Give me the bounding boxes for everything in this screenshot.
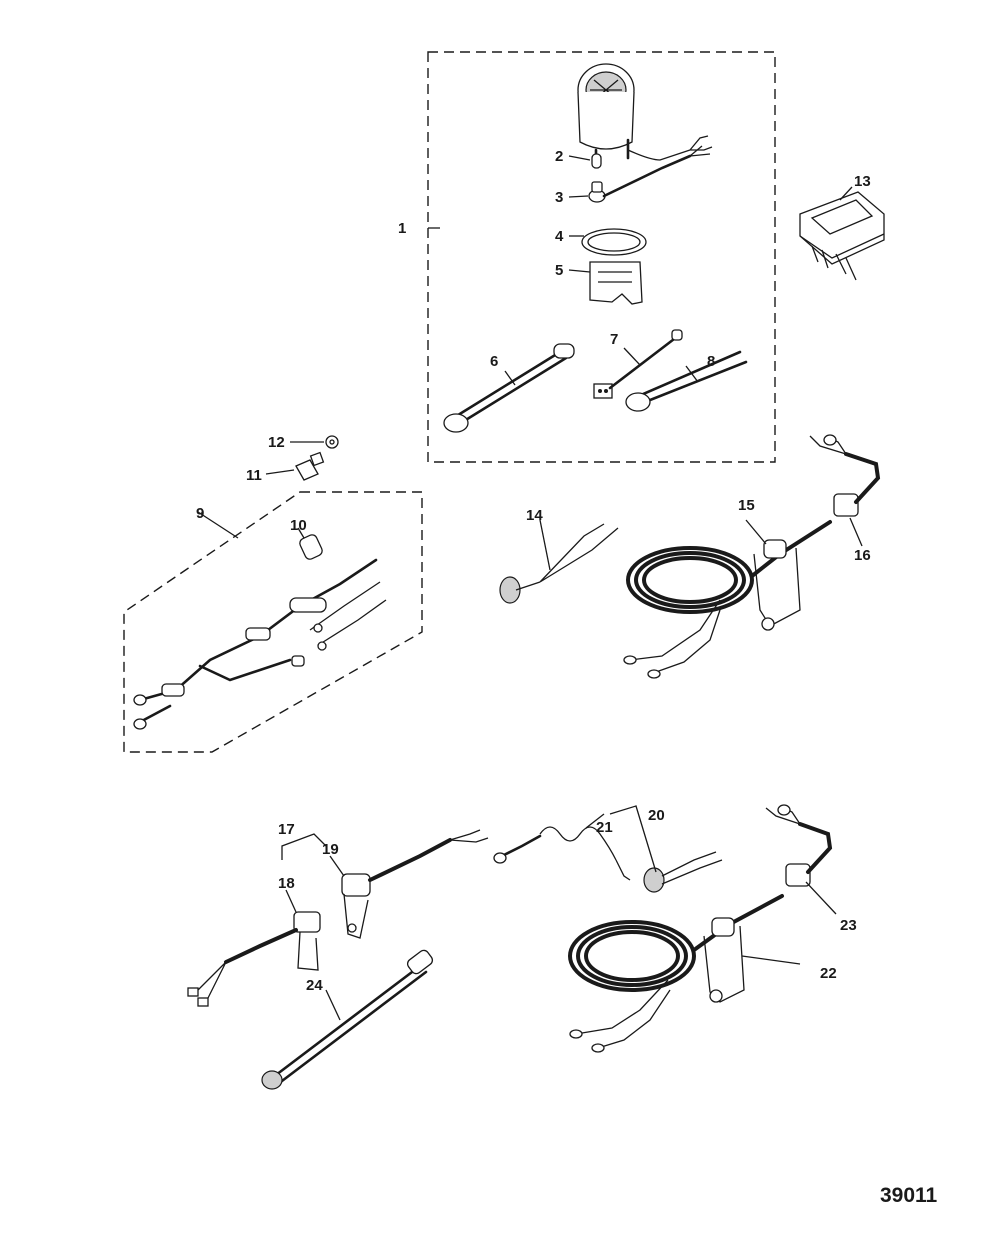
callout-17: 17 — [278, 821, 295, 838]
callout-19: 19 — [322, 841, 339, 858]
harness-8 — [625, 350, 748, 412]
callout-18: 18 — [278, 875, 295, 892]
callout-11: 11 — [246, 467, 262, 484]
relay-module — [799, 186, 885, 281]
callout-22: 22 — [820, 965, 837, 982]
mounting-bracket — [568, 261, 643, 305]
gauge-kit-group — [427, 51, 776, 463]
callout-21: 21 — [596, 819, 613, 836]
callout-12: 12 — [268, 434, 285, 451]
sender-19 — [329, 829, 489, 939]
connector-7 — [593, 329, 683, 399]
bulb — [568, 153, 602, 169]
wiring-harness-9 — [123, 491, 423, 753]
callout-1: 1 — [398, 220, 406, 237]
callout-24: 24 — [306, 977, 323, 994]
callout-23: 23 — [840, 917, 857, 934]
coiled-lead-21 — [493, 813, 631, 881]
callout-17-bracket — [281, 833, 327, 860]
screw — [265, 451, 325, 481]
callout-8: 8 — [707, 353, 715, 370]
callout-5: 5 — [555, 262, 563, 279]
sender-18 — [187, 889, 321, 1007]
gauge-kit-boundary — [427, 51, 776, 463]
gauge-head — [577, 63, 713, 166]
callout-15: 15 — [738, 497, 755, 514]
connector-20 — [609, 805, 723, 893]
callout-3: 3 — [555, 189, 563, 206]
callout-7: 7 — [610, 331, 618, 348]
harness-6 — [443, 343, 575, 433]
extension-cable-24 — [261, 949, 434, 1090]
main-cable-22 — [568, 894, 801, 1053]
callout-13: 13 — [854, 173, 871, 190]
retaining-ring — [569, 228, 647, 256]
callout-16: 16 — [854, 547, 871, 564]
callout-14: 14 — [526, 507, 543, 524]
cable-clamp-16 — [809, 434, 881, 547]
plug-10 — [297, 527, 323, 560]
callout-6: 6 — [490, 353, 498, 370]
callout-2: 2 — [555, 148, 563, 165]
figure-id: 39011 — [880, 1184, 938, 1207]
main-cable-15 — [623, 519, 832, 679]
callout-4: 4 — [555, 228, 564, 245]
callout-10: 10 — [290, 517, 307, 534]
callout-9: 9 — [196, 505, 204, 522]
callout-20: 20 — [648, 807, 665, 824]
cable-clamp-23 — [765, 804, 837, 915]
bulb-socket — [568, 145, 711, 203]
connector-14 — [499, 519, 619, 604]
nut — [290, 435, 339, 449]
harness-9-boundary — [123, 491, 423, 753]
